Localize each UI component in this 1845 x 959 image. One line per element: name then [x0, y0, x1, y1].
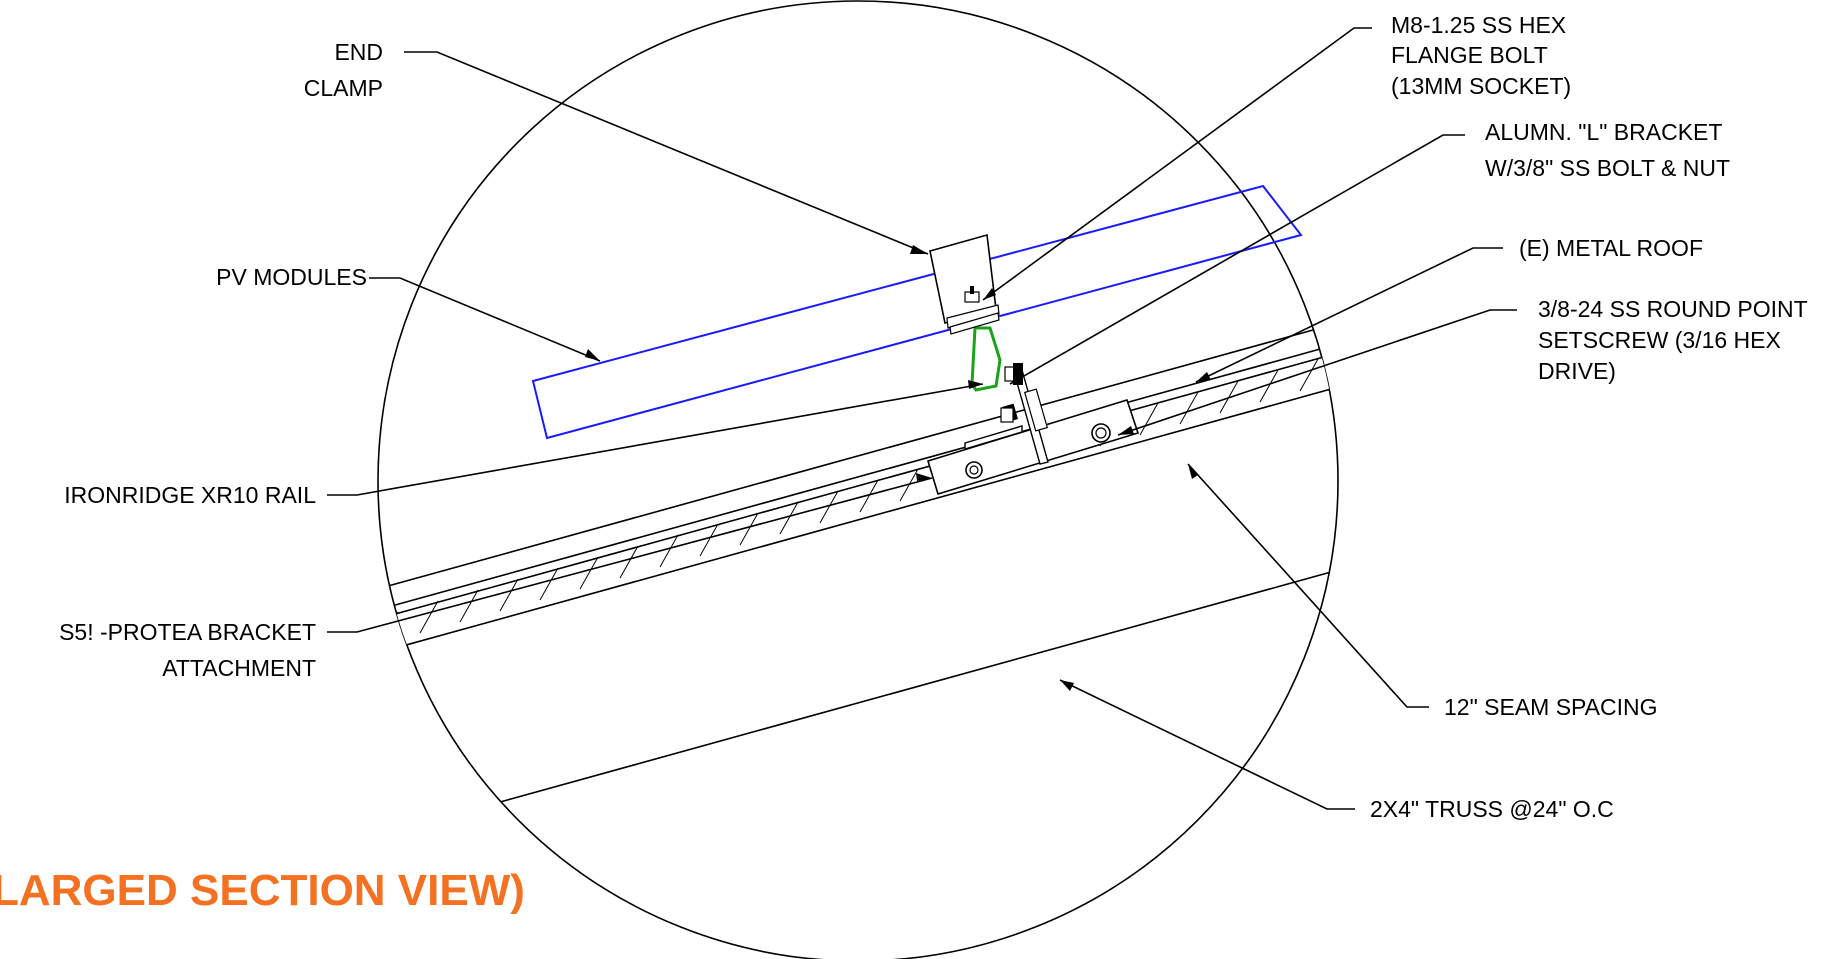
end-clamp-line-2: CLAMP [304, 75, 383, 101]
bolt-line-3: (13MM SOCKET) [1391, 73, 1571, 99]
label-protea: S5! -PROTEA BRACKET ATTACHMENT [59, 619, 316, 681]
l-bracket-line-1: ALUMN. "L" BRACKET [1485, 119, 1722, 145]
seam-line-1: 12" SEAM SPACING [1444, 694, 1658, 720]
metal-roof-line-upper [378, 316, 1338, 592]
label-seam: 12" SEAM SPACING [1444, 694, 1658, 720]
detail-circle [377, 0, 1339, 959]
protea-line-2: ATTACHMENT [162, 655, 316, 681]
protea-bracket [927, 399, 1140, 495]
setscrew-line-3: DRIVE) [1538, 358, 1616, 384]
metal-roof-line-lower [378, 337, 1338, 613]
leaders [327, 27, 1517, 810]
bolt-line-2: FLANGE BOLT [1391, 42, 1548, 68]
end-clamp-line-1: END [334, 39, 383, 65]
label-bolt: M8-1.25 SS HEX FLANGE BOLT (13MM SOCKET) [1391, 12, 1571, 99]
truss-line [378, 563, 1338, 839]
section-contents [378, 316, 1338, 839]
pv-module-outline [531, 184, 1303, 440]
pv-modules-line-1: PV MODULES [216, 264, 367, 290]
section-title: LARGED SECTION VIEW) [0, 866, 525, 915]
truss-line-1: 2X4" TRUSS @24" O.C [1370, 796, 1614, 822]
setscrew-line-2: SETSCREW (3/16 HEX [1538, 327, 1781, 353]
label-pv-modules: PV MODULES [216, 264, 367, 290]
label-end-clamp: END CLAMP [304, 39, 383, 101]
bolt-line-1: M8-1.25 SS HEX [1391, 12, 1566, 38]
label-truss: 2X4" TRUSS @24" O.C [1370, 796, 1614, 822]
xr10-rail-profile [970, 326, 1002, 392]
roof-deck-band [378, 345, 1338, 657]
label-setscrew: 3/8-24 SS ROUND POINT SETSCREW (3/16 HEX… [1538, 296, 1808, 384]
end-clamp-body [929, 233, 1000, 335]
protea-line-1: S5! -PROTEA BRACKET [59, 619, 316, 645]
metal-roof-line-1: (E) METAL ROOF [1519, 235, 1703, 261]
label-rail: IRONRIDGE XR10 RAIL [64, 482, 316, 508]
rail-line-1: IRONRIDGE XR10 RAIL [64, 482, 316, 508]
bracket-bolts [1000, 363, 1023, 423]
setscrew-line-1: 3/8-24 SS ROUND POINT [1538, 296, 1808, 322]
l-bracket-line-2: W/3/8" SS BOLT & NUT [1485, 155, 1730, 181]
label-l-bracket: ALUMN. "L" BRACKET W/3/8" SS BOLT & NUT [1485, 119, 1730, 181]
label-metal-roof: (E) METAL ROOF [1519, 235, 1703, 261]
